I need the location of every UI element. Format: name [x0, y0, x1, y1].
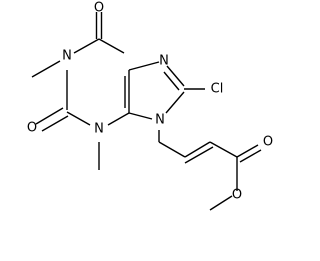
atom-label-o2: O [27, 121, 37, 136]
bond-c6-n1 [73, 38, 100, 54]
bond-n9-c4 [128, 112, 153, 120]
bond-ch-carbonyl [209, 141, 238, 158]
bond-o-ester-methyl [209, 195, 233, 211]
bond-c6-c5 [98, 38, 125, 54]
bond-n7-c8-b [163, 71, 180, 91]
atom-label-o-ester: O [232, 188, 242, 203]
bonds [31, 12, 262, 211]
bond-ch-ch-a [184, 141, 211, 158]
atom-label-n9: N [155, 113, 165, 128]
bond-ch-ch-b [184, 146, 214, 164]
atom-label-n3: N [94, 122, 104, 137]
atom-label-n7: N [159, 54, 169, 69]
bond-c2-n3 [66, 111, 91, 126]
atom-label-o6: O [94, 1, 104, 16]
bond-n3-c4 [107, 112, 130, 126]
atom-labels: O N N Cl O N N O O [27, 1, 273, 203]
bond-c8-n9 [165, 91, 185, 114]
bond-c2-o2-b [41, 115, 69, 132]
atom-label-o-carbonyl: O [263, 135, 273, 150]
bond-c5-n7 [128, 61, 160, 71]
bond-n1-methyl [31, 60, 61, 78]
bond-ch2-ch [158, 141, 186, 158]
bond-n7-c8-a [166, 65, 185, 87]
molecule-structure-diagram: O N N Cl O N N O O [27, 1, 273, 211]
bond-carbonyl-o-b [239, 149, 262, 163]
bond-c2-o2-a [35, 107, 64, 125]
atom-label-n1: N [62, 49, 72, 64]
bond-carbonyl-o-a [236, 144, 259, 158]
atom-label-cl: Cl [211, 82, 224, 97]
